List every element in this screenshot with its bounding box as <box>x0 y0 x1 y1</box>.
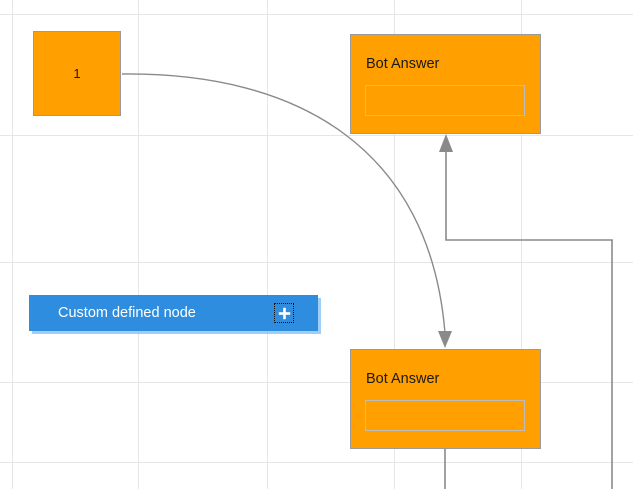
node-1[interactable]: 1 <box>33 31 121 116</box>
palette-item-label: Custom defined node <box>58 304 196 321</box>
grid-line-horizontal <box>0 462 633 463</box>
node-1-label: 1 <box>73 66 81 81</box>
plus-icon[interactable] <box>274 303 294 323</box>
grid-line-vertical <box>138 0 139 489</box>
palette-item-custom-defined-node[interactable]: Custom defined node <box>29 295 318 331</box>
grid-line-horizontal <box>0 262 633 263</box>
node-bot-answer-top-title: Bot Answer <box>366 56 440 72</box>
grid-line-horizontal <box>0 135 633 136</box>
grid-line-horizontal <box>0 382 633 383</box>
grid-line-horizontal <box>0 14 633 15</box>
grid-line-vertical <box>521 0 522 489</box>
node-bot-answer-bottom[interactable]: Bot Answer <box>350 349 541 449</box>
node-bot-answer-bottom-title: Bot Answer <box>366 371 440 387</box>
node-bot-answer-top[interactable]: Bot Answer <box>350 34 541 134</box>
grid-line-vertical <box>267 0 268 489</box>
grid-line-vertical <box>12 0 13 489</box>
node-bot-answer-bottom-field[interactable] <box>365 400 525 431</box>
node-bot-answer-top-field[interactable] <box>365 85 525 116</box>
